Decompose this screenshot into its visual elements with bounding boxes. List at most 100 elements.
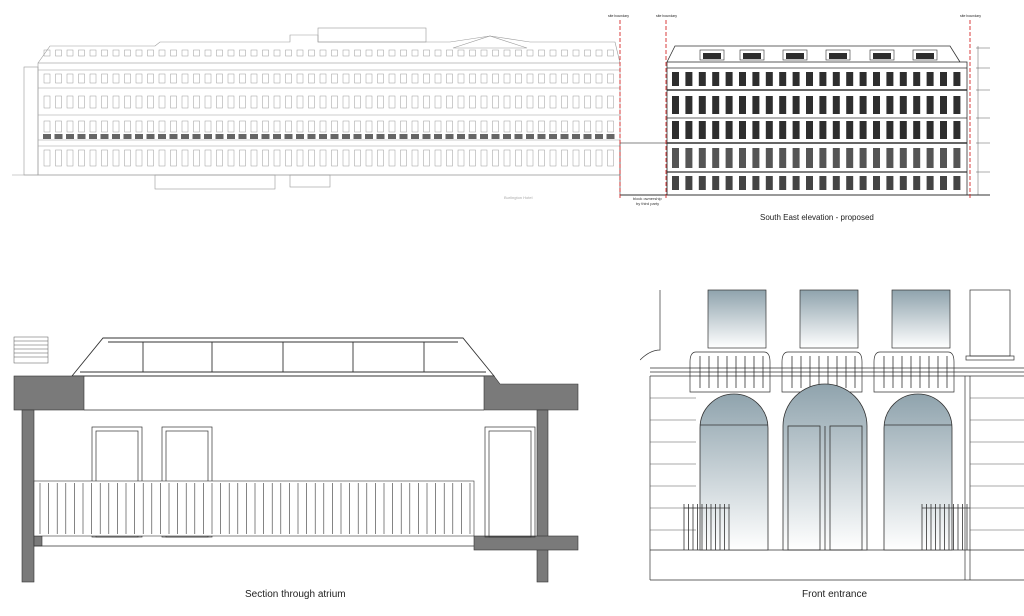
existing-window [89, 149, 97, 167]
site-boundary-label-2: site boundary [656, 14, 678, 18]
existing-window [561, 149, 568, 167]
existing-balcony [480, 134, 488, 139]
proposed-window [832, 148, 840, 168]
proposed-window [886, 96, 894, 114]
existing-window [308, 49, 315, 57]
existing-window [193, 73, 200, 84]
existing-window [377, 49, 384, 57]
existing-window [308, 73, 315, 84]
existing-window [147, 120, 154, 133]
existing-window [170, 149, 177, 167]
existing-window [400, 49, 407, 57]
existing-window [584, 120, 591, 133]
proposed-window [672, 121, 679, 139]
existing-window [78, 49, 85, 57]
existing-window [101, 95, 108, 109]
section-caption: Section through atrium [245, 589, 346, 600]
existing-balcony [445, 134, 454, 139]
existing-window [365, 73, 373, 84]
existing-window [423, 73, 430, 84]
existing-window [216, 149, 223, 167]
existing-window [89, 120, 97, 133]
existing-window [595, 49, 603, 57]
existing-balcony [169, 134, 178, 139]
existing-window [365, 95, 373, 109]
proposed-window [806, 72, 813, 86]
existing-window [342, 95, 350, 109]
existing-window [584, 149, 591, 167]
existing-window [354, 95, 361, 109]
elevation-svg [12, 20, 990, 200]
existing-balcony [388, 134, 396, 139]
proposed-window [899, 121, 907, 139]
existing-window [584, 73, 591, 84]
proposed-window [672, 176, 679, 190]
existing-balcony [135, 134, 143, 139]
existing-balcony [422, 134, 431, 139]
existing-window [331, 49, 338, 57]
proposed-window [913, 121, 921, 139]
existing-window [526, 149, 534, 167]
existing-window [55, 49, 62, 57]
existing-window [319, 49, 327, 57]
existing-window [158, 95, 166, 109]
proposed-window [739, 148, 746, 168]
existing-window [66, 73, 74, 84]
existing-window [78, 95, 85, 109]
arched-window-right [883, 393, 953, 551]
proposed-window [819, 72, 827, 86]
existing-balcony [284, 134, 293, 139]
proposed-window [698, 176, 706, 190]
existing-window [216, 49, 223, 57]
existing-window [595, 149, 603, 167]
existing-window [446, 49, 453, 57]
existing-window [135, 95, 143, 109]
proposed-window [739, 72, 746, 86]
existing-window [66, 49, 74, 57]
existing-window [561, 95, 568, 109]
existing-window [319, 120, 327, 133]
existing-balcony [112, 134, 120, 139]
existing-balcony [158, 134, 166, 139]
existing-window [273, 120, 281, 133]
existing-window [538, 95, 545, 109]
proposed-window [792, 72, 800, 86]
existing-balcony [514, 134, 523, 139]
proposed-window [725, 148, 733, 168]
existing-window [124, 149, 131, 167]
proposed-window [859, 96, 867, 114]
existing-window [262, 120, 269, 133]
existing-window [469, 120, 476, 133]
existing-window [515, 73, 522, 84]
existing-window [480, 120, 488, 133]
existing-window [308, 120, 315, 133]
existing-window [492, 49, 499, 57]
existing-window [308, 149, 315, 167]
proposed-window [913, 176, 921, 190]
existing-window [262, 73, 269, 84]
existing-window [342, 149, 350, 167]
proposed-window [819, 176, 827, 190]
proposed-window [792, 121, 800, 139]
existing-window [227, 120, 235, 133]
proposed-window [752, 148, 760, 168]
left-wall [21, 409, 35, 583]
existing-window [342, 120, 350, 133]
proposed-window [685, 148, 693, 168]
proposed-window [846, 148, 854, 168]
upper-window-2 [799, 289, 859, 349]
existing-window [319, 73, 327, 84]
proposed-window [832, 72, 840, 86]
existing-window [135, 120, 143, 133]
existing-window [239, 120, 246, 133]
existing-window [354, 120, 361, 133]
proposed-window [712, 176, 720, 190]
existing-window [492, 120, 499, 133]
proposed-window [846, 121, 854, 139]
proposed-window [832, 96, 840, 114]
existing-roof [37, 34, 621, 64]
proposed-window [953, 121, 961, 139]
existing-window [388, 149, 396, 167]
proposed-window [698, 121, 706, 139]
existing-window [89, 73, 97, 84]
